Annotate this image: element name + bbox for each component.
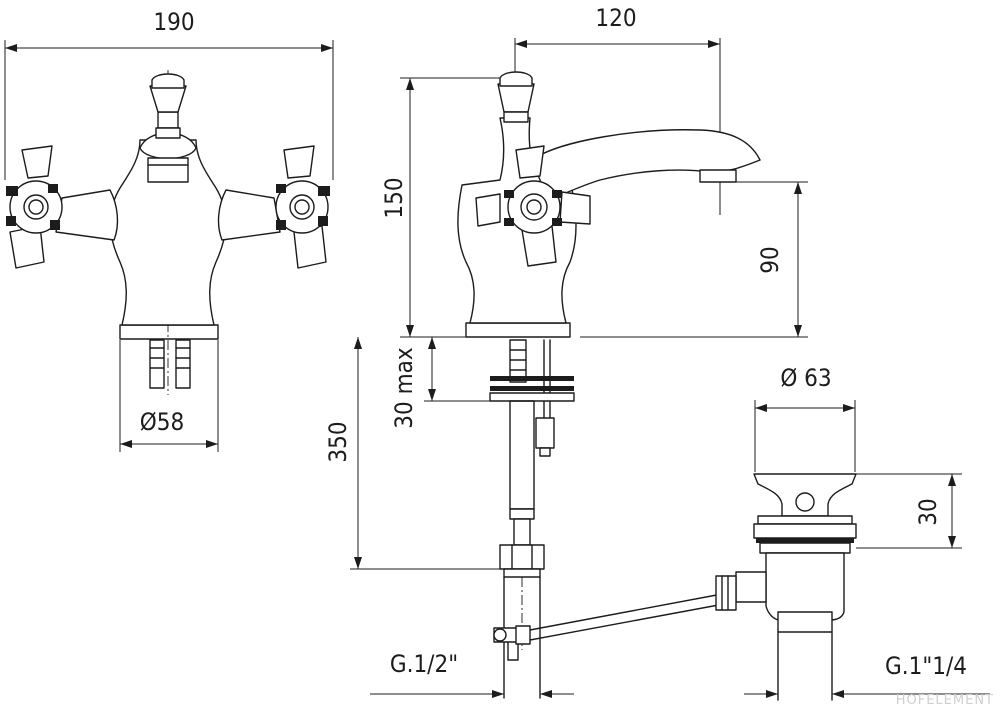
dim-waste-diameter: Ø 63 (780, 364, 831, 392)
dim-base-diameter: Ø58 (140, 408, 184, 436)
right-handle (275, 145, 330, 269)
side-view (350, 38, 808, 699)
mounting-studs (149, 339, 191, 389)
front-view (4, 40, 334, 452)
dim-hose-350: 350 (324, 421, 352, 462)
dim-width-190: 190 (153, 8, 194, 36)
side-handle (475, 145, 591, 267)
left-handle (6, 145, 63, 269)
dim-spout-90: 90 (756, 246, 784, 273)
watermark: HOFELEMENT (896, 693, 994, 708)
dim-thread-waste: G.1"1/4 (885, 652, 967, 680)
dim-waste-30: 30 (914, 498, 942, 525)
dim-deck-30-max: 30 max (390, 347, 418, 429)
waste-view (529, 400, 990, 701)
dim-thread-half: G.1/2" (390, 650, 458, 678)
dim-height-150: 150 (380, 177, 408, 218)
dim-reach-120: 120 (595, 4, 636, 32)
